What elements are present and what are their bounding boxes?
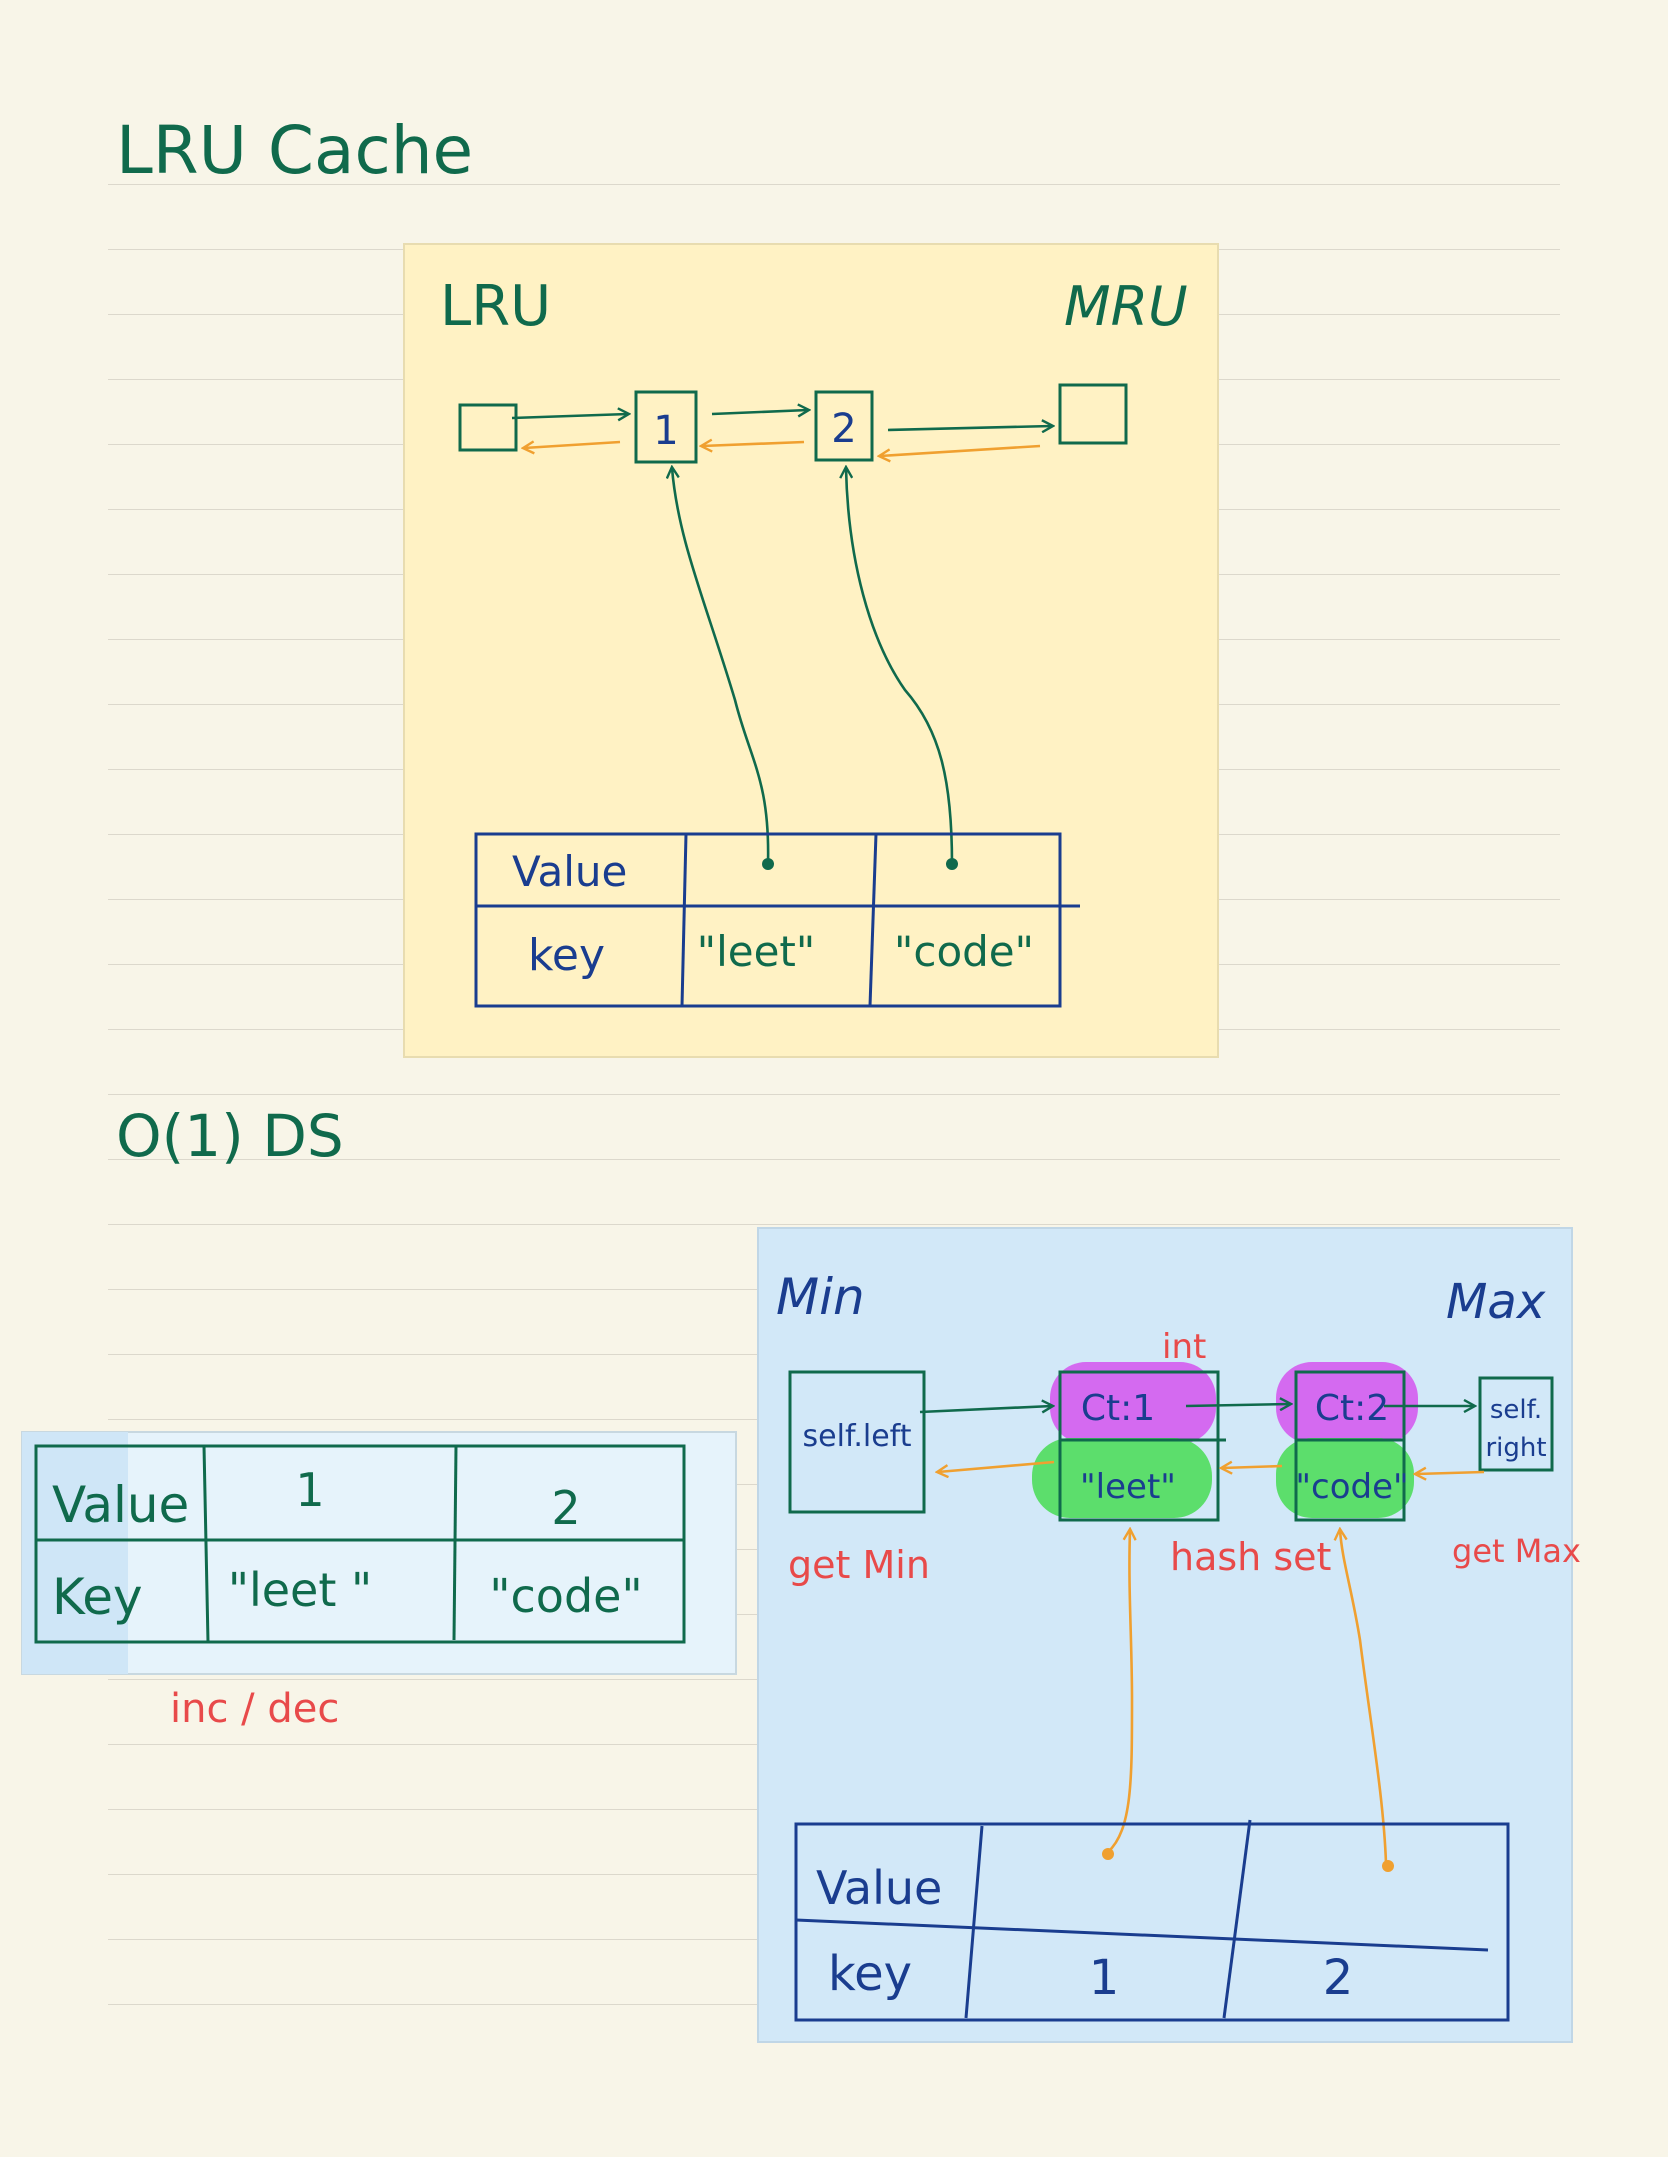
table-key-cell: "leet" — [697, 927, 815, 976]
counts-panel-highlight — [22, 1432, 128, 1674]
lru-node-1 — [634, 390, 698, 464]
table-key-cell: 1 — [1089, 1950, 1120, 2006]
pointer-arrow — [846, 468, 954, 865]
key-set-highlight — [1276, 1438, 1414, 1518]
table-key-header: key — [528, 930, 605, 981]
prev-arrow — [524, 442, 621, 448]
left-sentinel-label: self.left — [803, 1419, 912, 1454]
table-value-header: Value — [512, 847, 627, 896]
head-sentinel-node — [458, 403, 518, 452]
table-key-header: key — [828, 1946, 912, 2002]
get-min-label: get Min — [788, 1543, 930, 1587]
counts-key-cell: "code" — [489, 1569, 642, 1623]
pointer-arrow — [672, 468, 770, 865]
bucket-count: Ct:1 — [1081, 1388, 1155, 1429]
count-highlight — [1050, 1362, 1216, 1444]
left-sentinel-node — [788, 1370, 926, 1514]
counts-value-header: Value — [52, 1476, 189, 1534]
bucket-node-2 — [1294, 1370, 1406, 1522]
int-label: int — [1162, 1327, 1206, 1367]
next-arrow — [887, 426, 1052, 430]
prev-arrow — [938, 1460, 1055, 1472]
min-label: Min — [776, 1268, 865, 1326]
lru-cache-heading: LRU Cache — [116, 112, 474, 189]
bucket-count: Ct:2 — [1315, 1388, 1389, 1429]
get-max-label: get Max — [1452, 1532, 1581, 1570]
counts-value-cell: 1 — [295, 1463, 324, 1517]
pointer-dot — [946, 858, 958, 870]
prev-arrow — [1222, 1466, 1283, 1468]
ds-hash-table: Value key 1 2 — [794, 1819, 1510, 2022]
count-highlight — [1276, 1362, 1418, 1444]
prev-arrow — [1416, 1472, 1485, 1474]
right-sentinel-label-2: right — [1485, 1433, 1546, 1463]
o1-ds-heading: O(1) DS — [116, 1102, 344, 1170]
counts-panel-background — [21, 1431, 737, 1675]
lru-node-1-label: 1 — [653, 408, 678, 454]
lru-label: LRU — [440, 274, 551, 339]
counts-key-cell: "leet " — [228, 1563, 372, 1617]
right-sentinel-label-1: self. — [1490, 1395, 1542, 1425]
next-arrow — [919, 1406, 1052, 1412]
lru-panel: LRU MRU 1 2 — [403, 243, 1219, 1058]
ds-panel: Min Max self.left self. right Ct:1 "leet… — [757, 1227, 1581, 2043]
table-value-header: Value — [816, 1861, 942, 1915]
bucket-key: "leet" — [1080, 1467, 1176, 1507]
next-arrow — [511, 414, 628, 418]
lru-panel-background — [403, 243, 1219, 1058]
next-arrow — [711, 410, 808, 414]
mru-label: MRU — [1064, 275, 1188, 338]
pointer-arrow — [1107, 1530, 1132, 1853]
pointer-arrow — [1340, 1530, 1388, 1865]
counts-table-panel: Value Key 1 2 "leet " "code" inc / dec — [21, 1431, 737, 1732]
inc-dec-note: inc / dec — [170, 1686, 339, 1732]
key-set-highlight — [1032, 1438, 1212, 1518]
right-sentinel-node — [1478, 1376, 1554, 1472]
pointer-dot — [762, 858, 774, 870]
ruled-line — [108, 1094, 1560, 1095]
tail-sentinel-node — [1058, 383, 1128, 445]
lru-node-2 — [814, 390, 874, 462]
pointer-dot — [1102, 1848, 1114, 1860]
bucket-key: "code" — [1295, 1467, 1408, 1507]
prev-arrow — [880, 444, 1041, 456]
hash-set-label: hash set — [1170, 1535, 1331, 1579]
max-label: Max — [1446, 1274, 1546, 1330]
bucket-node-1 — [1058, 1370, 1220, 1522]
counts-key-header: Key — [52, 1568, 143, 1626]
prev-arrow — [702, 442, 805, 446]
ruled-line — [108, 1224, 1560, 1225]
table-key-cell: "code" — [894, 927, 1034, 976]
table-key-cell: 2 — [1323, 1950, 1354, 2006]
next-arrow — [1185, 1404, 1290, 1406]
pointer-dot — [1382, 1860, 1394, 1872]
lru-node-2-label: 2 — [831, 406, 856, 452]
lru-hash-table: Value key "leet" "code" — [474, 832, 1080, 1008]
counts-value-cell: 2 — [551, 1481, 580, 1535]
ruled-line — [108, 1159, 1560, 1160]
ruled-line — [108, 184, 1560, 185]
